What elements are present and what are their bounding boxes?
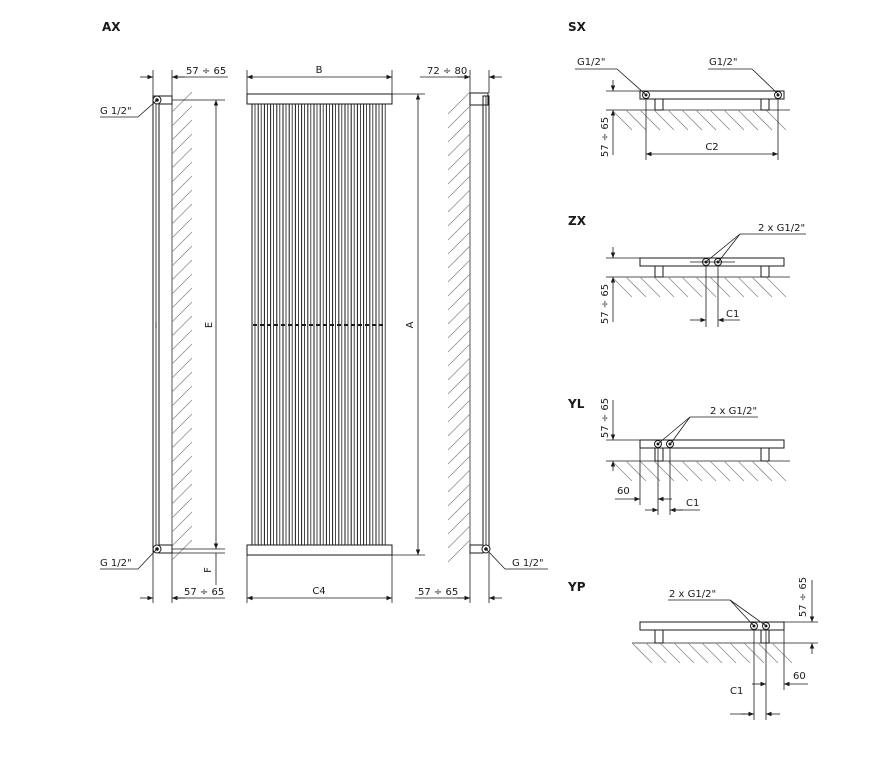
ax-right-side-view: 72 ÷ 80 57 ÷ 65 G 1/2" [415, 66, 548, 603]
zx-g-label: 2 x G1/2" [758, 223, 805, 234]
yp-wall-hatching [631, 642, 793, 664]
yp-dim-depth-label: 57 ÷ 65 [798, 577, 809, 617]
yp-g-label: 2 x G1/2" [669, 589, 716, 600]
zx-dim-depth-label: 57 ÷ 65 [600, 284, 611, 324]
ax-dim-e-label: E [204, 322, 215, 328]
sx-wall-hatching [611, 109, 787, 131]
ax-right-wall-hatching [447, 91, 471, 563]
yl-dim-depth-label: 57 ÷ 65 [600, 398, 611, 438]
ax-g-bottom-left-label: G 1/2" [100, 558, 132, 569]
view-ax: AX E F [100, 20, 548, 603]
sx-g-left-label: G1/2" [577, 57, 605, 68]
ax-g-bottom-right-label: G 1/2" [512, 558, 544, 569]
ax-dim-a-label: A [405, 321, 416, 328]
view-zx: ZX 2 x G1/2" 57 ÷ 65 C1 [568, 214, 806, 327]
zx-wall-hatching [611, 276, 787, 298]
ax-dim-b-label: B [316, 65, 323, 76]
view-yl: YL 2 x G1/2" 57 ÷ 65 60 C1 [567, 397, 790, 515]
yl-dim-offset-label: 60 [617, 486, 630, 497]
ax-g-top-label: G 1/2" [100, 106, 132, 117]
sx-g-right-label: G1/2" [709, 57, 737, 68]
sx-dim-c2-label: C2 [705, 142, 718, 153]
view-sx: SX G1/2" G1/2" 57 ÷ 65 C2 [568, 20, 790, 160]
yp-dim-offset-label: 60 [793, 671, 806, 682]
ax-dim-top-left-label: 57 ÷ 65 [186, 66, 226, 77]
sx-dim-depth-label: 57 ÷ 65 [600, 117, 611, 157]
ax-dim-c4-label: C4 [312, 586, 325, 597]
ax-dim-f-label: F [203, 567, 214, 573]
ax-dim-top-right-label: 72 ÷ 80 [427, 66, 467, 77]
ax-left-wall-hatching [171, 91, 193, 561]
ax-left-side-view: E F 57 ÷ 65 57 ÷ 65 G 1/2" G 1 [100, 66, 228, 603]
zx-dim-c1-label: C1 [726, 309, 739, 320]
yl-g-label: 2 x G1/2" [710, 406, 757, 417]
view-ax-title: AX [102, 20, 121, 34]
view-zx-title: ZX [568, 214, 587, 228]
ax-front-view: B C4 A [246, 65, 425, 603]
view-yp: YP 2 x G1/2" 57 ÷ 65 60 C1 [567, 577, 818, 720]
ax-dim-bottom-left-label: 57 ÷ 65 [184, 587, 224, 598]
yl-dim-c1-label: C1 [686, 498, 699, 509]
view-sx-title: SX [568, 20, 587, 34]
ax-dim-bottom-right-label: 57 ÷ 65 [418, 587, 458, 598]
view-yl-title: YL [567, 397, 585, 411]
view-yp-title: YP [567, 580, 586, 594]
yp-dim-c1-label: C1 [730, 686, 743, 697]
yl-wall-hatching [611, 460, 787, 482]
